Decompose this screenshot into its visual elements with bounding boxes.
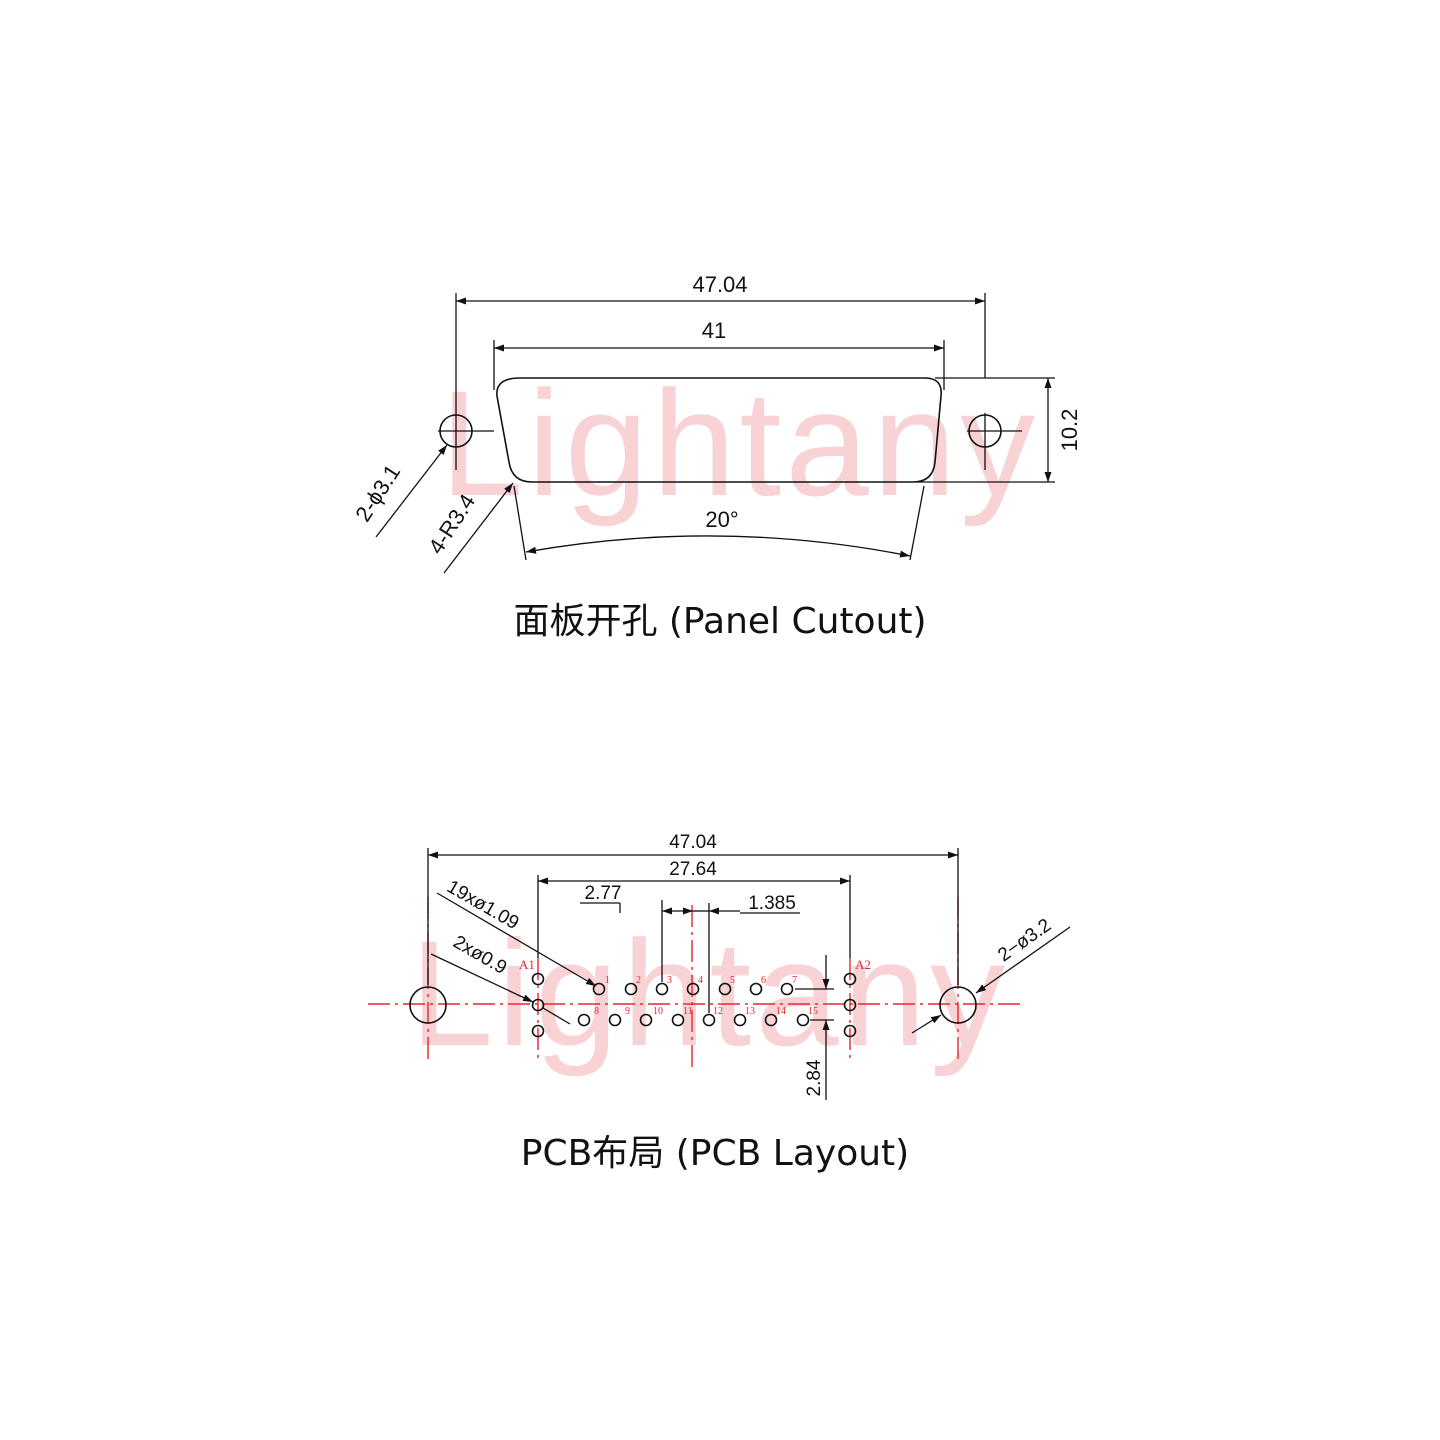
dim-overall-label: 47.04 (692, 272, 747, 297)
pin-2 (624, 982, 638, 996)
watermark-bottom: Lightany (410, 909, 1009, 1077)
mount-hole-left (438, 412, 494, 470)
dim-angle-label: 20° (705, 507, 738, 532)
pin-7 (780, 982, 794, 996)
pin-number-label: 9 (625, 1006, 630, 1017)
a2-hole-group (843, 972, 857, 1038)
pcb-dim-overall-label: 47.04 (669, 832, 717, 853)
pin-number-label: 6 (761, 975, 766, 986)
pin-number-label: 10 (653, 1006, 663, 1017)
pin-number-label: 4 (698, 975, 703, 986)
pin-11 (671, 1013, 685, 1027)
panel-cutout-view: 47.04 41 10.2 20° 2-ϕ3.1 4-R3.4 面板开孔 (Pa… (350, 272, 1082, 642)
pin-6 (749, 982, 763, 996)
pin-4 (686, 982, 700, 996)
dim-height-label: 10.2 (1057, 409, 1082, 452)
pcb-dim-pitch-label: 2.77 (585, 883, 622, 904)
pcb-dim-offset-label: 1.385 (748, 893, 796, 914)
pin-12 (702, 1013, 716, 1027)
pin-number-label: 12 (713, 1006, 723, 1017)
watermark-top: Lightany (440, 359, 1039, 527)
pin-number-labels: 1 2 3 4 5 6 7 8 9 10 11 12 13 14 15 (594, 975, 818, 1017)
pin-number-label: 14 (776, 1006, 786, 1017)
pin-number-label: 1 (605, 975, 610, 986)
pcb-mount-hole-right (939, 986, 977, 1024)
pin-number-label: 11 (683, 1006, 693, 1017)
pin-13 (733, 1013, 747, 1027)
pin-14 (764, 1013, 778, 1027)
pin-3 (655, 982, 669, 996)
pin-row-bottom (577, 1013, 810, 1027)
pin-number-label: 5 (730, 975, 735, 986)
pin-number-label: 13 (745, 1006, 755, 1017)
pin-number-label: 2 (636, 975, 641, 986)
pin-1 (592, 982, 606, 996)
pin-row-top (592, 982, 794, 996)
pin-5 (718, 982, 732, 996)
dim-width-label: 41 (702, 318, 726, 343)
pin-number-label: 3 (667, 975, 672, 986)
pin-15 (796, 1013, 810, 1027)
tag-a1: A1 (519, 957, 535, 972)
pcb-dim-row-label: 2.84 (804, 1059, 825, 1096)
a1-hole-group (531, 972, 545, 1038)
pin-10 (639, 1013, 653, 1027)
pcb-mount-hole-left (409, 986, 447, 1024)
pin-8 (577, 1013, 591, 1027)
pcb-layout-caption: PCB布局 (PCB Layout) (521, 1133, 909, 1174)
pcb-dim-span-label: 27.64 (669, 859, 717, 880)
d-sub-cutout-outline (496, 377, 942, 483)
pin-9 (608, 1013, 622, 1027)
pin-number-label: 8 (594, 1006, 599, 1017)
label-hole-diameter: 2-ϕ3.1 (350, 460, 405, 526)
pin-number-label: 7 (792, 975, 797, 986)
tag-a2: A2 (855, 957, 871, 972)
dim-arc-angle (525, 535, 911, 558)
pin-number-label: 15 (808, 1006, 818, 1017)
panel-cutout-caption: 面板开孔 (Panel Cutout) (513, 601, 926, 642)
mount-hole-right (967, 413, 1022, 470)
